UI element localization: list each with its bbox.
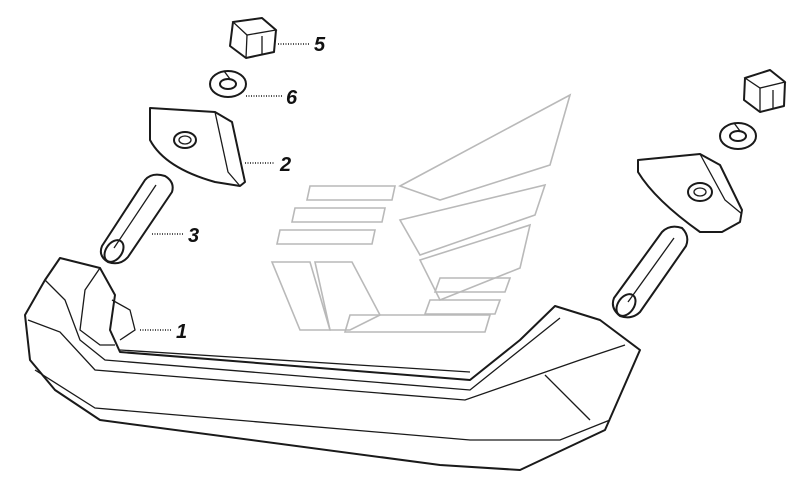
- hex-nut-right: [743, 69, 787, 113]
- step-board: [24, 257, 641, 471]
- pin-right: [611, 225, 689, 319]
- bracket-plate-left: [149, 107, 246, 187]
- hex-nut-left: [229, 17, 278, 59]
- leader-lines: [140, 43, 310, 331]
- pin-left: [99, 173, 174, 265]
- bracket-plate-right: [637, 153, 743, 233]
- callout-5: 5: [314, 34, 326, 56]
- callout-labels: 5 6 2 3 1: [176, 34, 326, 343]
- lock-washer-left: [209, 70, 247, 98]
- callout-1: 1: [176, 321, 187, 343]
- lock-washer-right: [719, 122, 757, 150]
- callout-2: 2: [279, 154, 291, 176]
- watermark-logo: [270, 93, 572, 333]
- callout-3: 3: [188, 225, 199, 247]
- callout-6: 6: [286, 87, 298, 109]
